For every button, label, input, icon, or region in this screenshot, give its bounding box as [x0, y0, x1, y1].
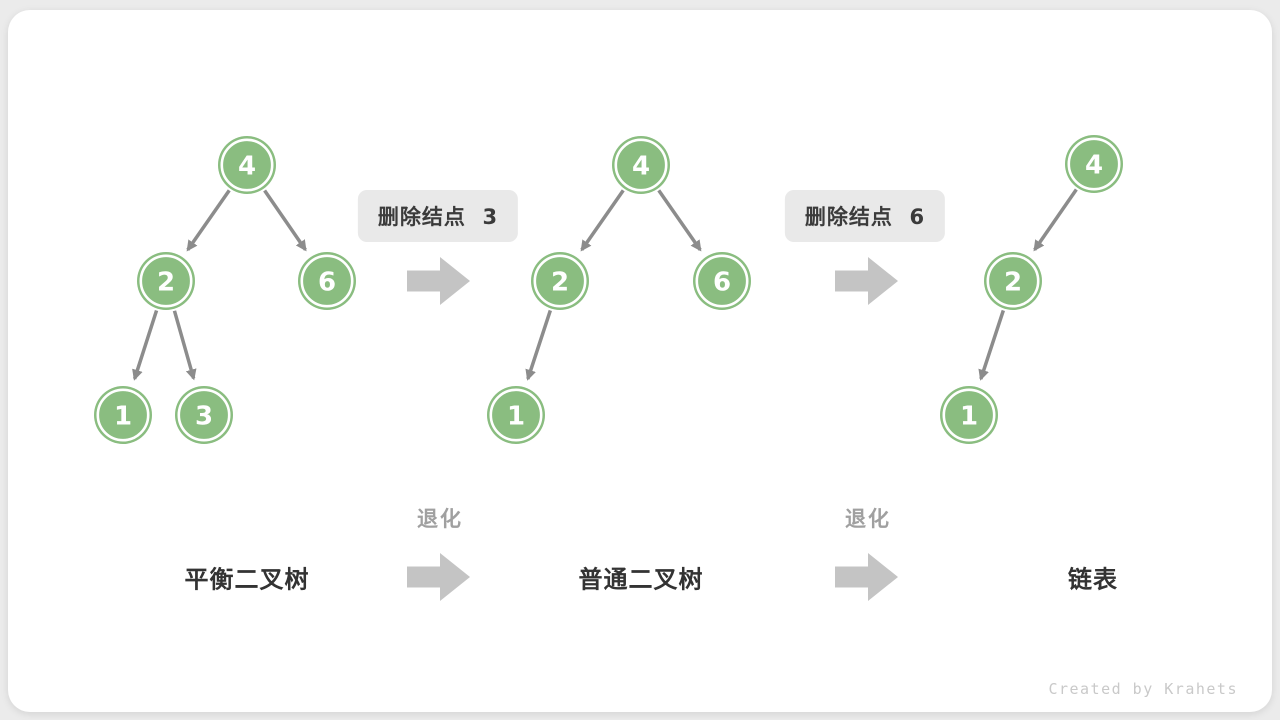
tree-edge [172, 310, 197, 381]
tree-edge [132, 309, 159, 381]
block-arrow [407, 553, 470, 601]
tree-node-value: 1 [960, 402, 978, 432]
tree-ordinary-binary-tree: 4 2 6 1 [487, 136, 751, 444]
tree-node-1: 1 [94, 386, 152, 444]
degrade-label-1: 退化 [417, 507, 463, 531]
tree-node-value: 4 [238, 152, 256, 182]
stage-label-balanced-binary-tree: 平衡二叉树 [184, 565, 310, 594]
tree-edge [525, 309, 552, 381]
tree-edge [657, 189, 702, 252]
tree-node-3: 3 [175, 386, 233, 444]
tree-node-value: 2 [551, 268, 569, 298]
tree-node-1: 1 [940, 386, 998, 444]
tree-edge [580, 189, 625, 252]
tree-node-2: 2 [531, 252, 589, 310]
tree-linked-list: 4 2 1 [940, 135, 1123, 444]
tree-node-4: 4 [1065, 135, 1123, 193]
delete-node-6-badge: 删除结点 6 [784, 190, 946, 242]
tree-node-value: 6 [713, 268, 731, 298]
stage-label-ordinary-binary-tree: 普通二叉树 [578, 565, 704, 594]
tree-node-6: 6 [693, 252, 751, 310]
tree-node-value: 4 [632, 152, 650, 182]
tree-node-value: 2 [1004, 268, 1022, 298]
tree-node-value: 4 [1085, 151, 1103, 181]
block-arrow [835, 257, 898, 305]
tree-node-4: 4 [218, 136, 276, 194]
tree-node-1: 1 [487, 386, 545, 444]
tree-balanced-binary-tree: 4 2 6 1 3 [94, 136, 356, 444]
degrade-label-2: 退化 [845, 507, 891, 531]
tree-node-value: 2 [157, 268, 175, 298]
tree-node-2: 2 [137, 252, 195, 310]
tree-edge [186, 189, 231, 252]
stage-label-linked-list: 链表 [1068, 565, 1118, 594]
tree-edge [978, 309, 1005, 381]
tree-node-value: 6 [318, 268, 336, 298]
tree-edge [1033, 188, 1078, 252]
block-arrow [835, 553, 898, 601]
watermark: Created by Krahets [1048, 680, 1238, 698]
tree-node-2: 2 [984, 252, 1042, 310]
block-arrow [407, 257, 470, 305]
tree-node-value: 1 [507, 402, 525, 432]
tree-node-4: 4 [612, 136, 670, 194]
diagram-card [8, 10, 1272, 712]
tree-node-value: 1 [114, 402, 132, 432]
tree-node-value: 3 [195, 402, 213, 432]
tree-node-6: 6 [298, 252, 356, 310]
tree-edge [263, 189, 307, 252]
delete-node-3-badge: 删除结点 3 [357, 190, 519, 242]
